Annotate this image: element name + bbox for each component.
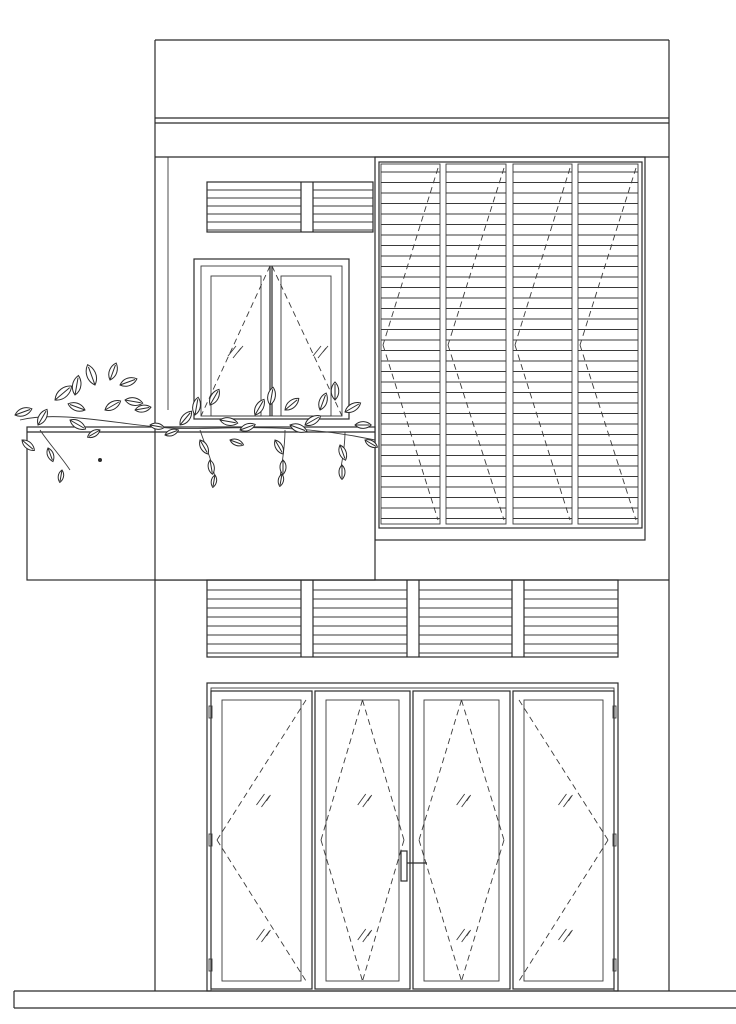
plant-leaf [209, 388, 220, 406]
plant-leaf [69, 419, 87, 430]
plant-leaf [207, 459, 215, 475]
plant-leaf [199, 439, 209, 455]
plant-leaf [364, 439, 379, 448]
plant-leaf [318, 392, 328, 411]
plant-leaf [277, 473, 285, 488]
plant-leaf [304, 415, 322, 426]
plant-leaf [21, 439, 35, 451]
plant-leaf [134, 404, 152, 413]
plant-leaf [254, 398, 265, 416]
plant-leaf [239, 422, 256, 432]
plant-leaf [210, 474, 218, 489]
plant-leaf [354, 421, 372, 429]
plant-leaf [179, 410, 193, 426]
plant-leaf [344, 402, 362, 413]
plant-seed-dot [98, 458, 102, 462]
plant-leaf [37, 408, 48, 426]
plants [14, 362, 379, 489]
plant-leaf [85, 364, 98, 386]
transom-vent-upper [206, 181, 374, 233]
ground-base [13, 990, 736, 1009]
plant-leaf [338, 444, 348, 461]
plant-leaf [54, 385, 73, 401]
plant-leaf [192, 396, 201, 416]
plant-leaf [57, 469, 65, 484]
plant-leaf [164, 428, 180, 437]
plant-leaf [124, 397, 144, 406]
plant-leaf [219, 417, 239, 426]
plant-leaf [267, 386, 276, 406]
casement-window [193, 258, 350, 420]
plant-leaf [284, 397, 300, 411]
plant-leaf [274, 439, 284, 455]
plant-leaf [71, 374, 82, 396]
plant-leaf [279, 459, 287, 476]
plant-leaf [14, 407, 33, 417]
parapet [155, 117, 669, 158]
plant-leaf [86, 429, 101, 438]
plant-leaf [46, 447, 55, 463]
plant-leaf [104, 400, 122, 411]
plant-leaf [67, 402, 86, 412]
balcony-planter [26, 426, 376, 581]
plant-leaf [119, 377, 138, 387]
four-leaf-glass-door [206, 682, 619, 992]
door-handle [400, 850, 427, 882]
plant-leaf [289, 423, 308, 433]
plant-leaf [330, 381, 340, 401]
plant-leaf [338, 464, 346, 481]
plant-leaf [149, 422, 165, 430]
plant-leaf [229, 438, 245, 447]
transom-vent-lower [206, 579, 619, 658]
upper-shutter-panel [374, 156, 646, 541]
plant-leaf [108, 362, 118, 381]
